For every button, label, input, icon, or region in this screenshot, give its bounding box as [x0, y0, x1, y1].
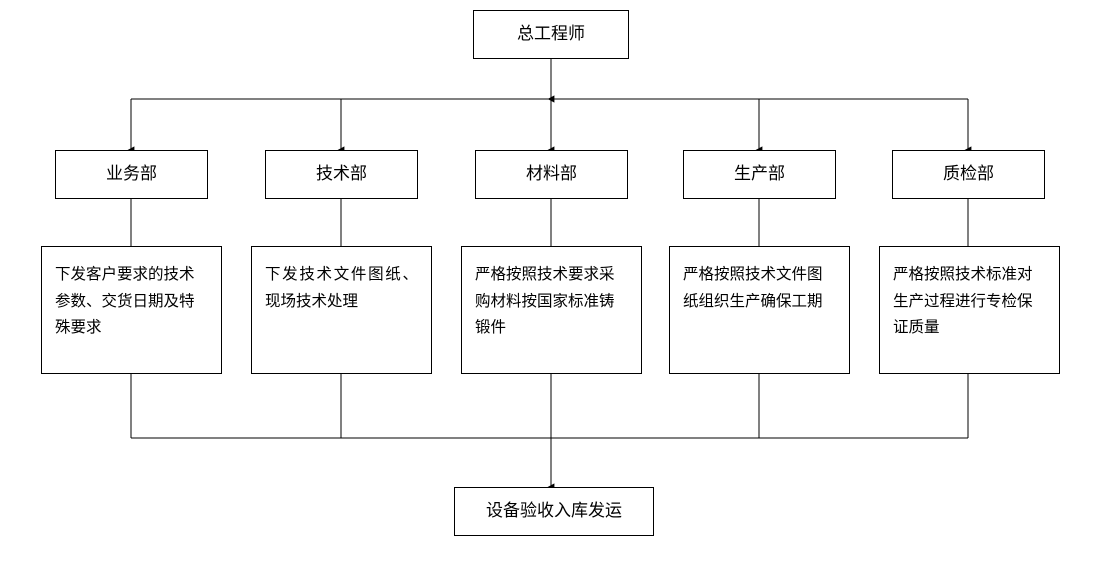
node-department-business-label: 业务部	[106, 163, 157, 184]
node-description-business[interactable]: 下发客户要求的技术参数、交货日期及特殊要求	[41, 246, 222, 374]
node-description-business-text: 下发客户要求的技术参数、交货日期及特殊要求	[55, 265, 195, 337]
node-department-business[interactable]: 业务部	[55, 150, 208, 199]
node-description-technical[interactable]: 下发技术文件图纸、现场技术处理	[251, 246, 432, 374]
node-department-material[interactable]: 材料部	[475, 150, 628, 199]
node-description-material-text: 严格按照技术要求采购材料按国家标准铸锻件	[475, 265, 615, 337]
node-description-technical-text: 下发技术文件图纸、现场技术处理	[265, 265, 418, 310]
node-chief-engineer-label: 总工程师	[517, 23, 585, 44]
node-department-production-label: 生产部	[734, 163, 785, 184]
node-terminal-acceptance-label: 设备验收入库发运	[486, 500, 622, 521]
node-department-production[interactable]: 生产部	[683, 150, 836, 199]
node-department-technical-label: 技术部	[316, 163, 367, 184]
node-department-material-label: 材料部	[526, 163, 577, 184]
node-department-quality[interactable]: 质检部	[892, 150, 1045, 199]
node-description-production-text: 严格按照技术文件图纸组织生产确保工期	[683, 265, 823, 310]
node-description-material[interactable]: 严格按照技术要求采购材料按国家标准铸锻件	[461, 246, 642, 374]
node-terminal-acceptance[interactable]: 设备验收入库发运	[454, 487, 654, 536]
node-chief-engineer[interactable]: 总工程师	[473, 10, 629, 59]
node-description-quality[interactable]: 严格按照技术标准对生产过程进行专检保证质量	[879, 246, 1060, 374]
node-description-production[interactable]: 严格按照技术文件图纸组织生产确保工期	[669, 246, 850, 374]
node-description-quality-text: 严格按照技术标准对生产过程进行专检保证质量	[893, 265, 1033, 337]
node-department-technical[interactable]: 技术部	[265, 150, 418, 199]
node-department-quality-label: 质检部	[943, 163, 994, 184]
